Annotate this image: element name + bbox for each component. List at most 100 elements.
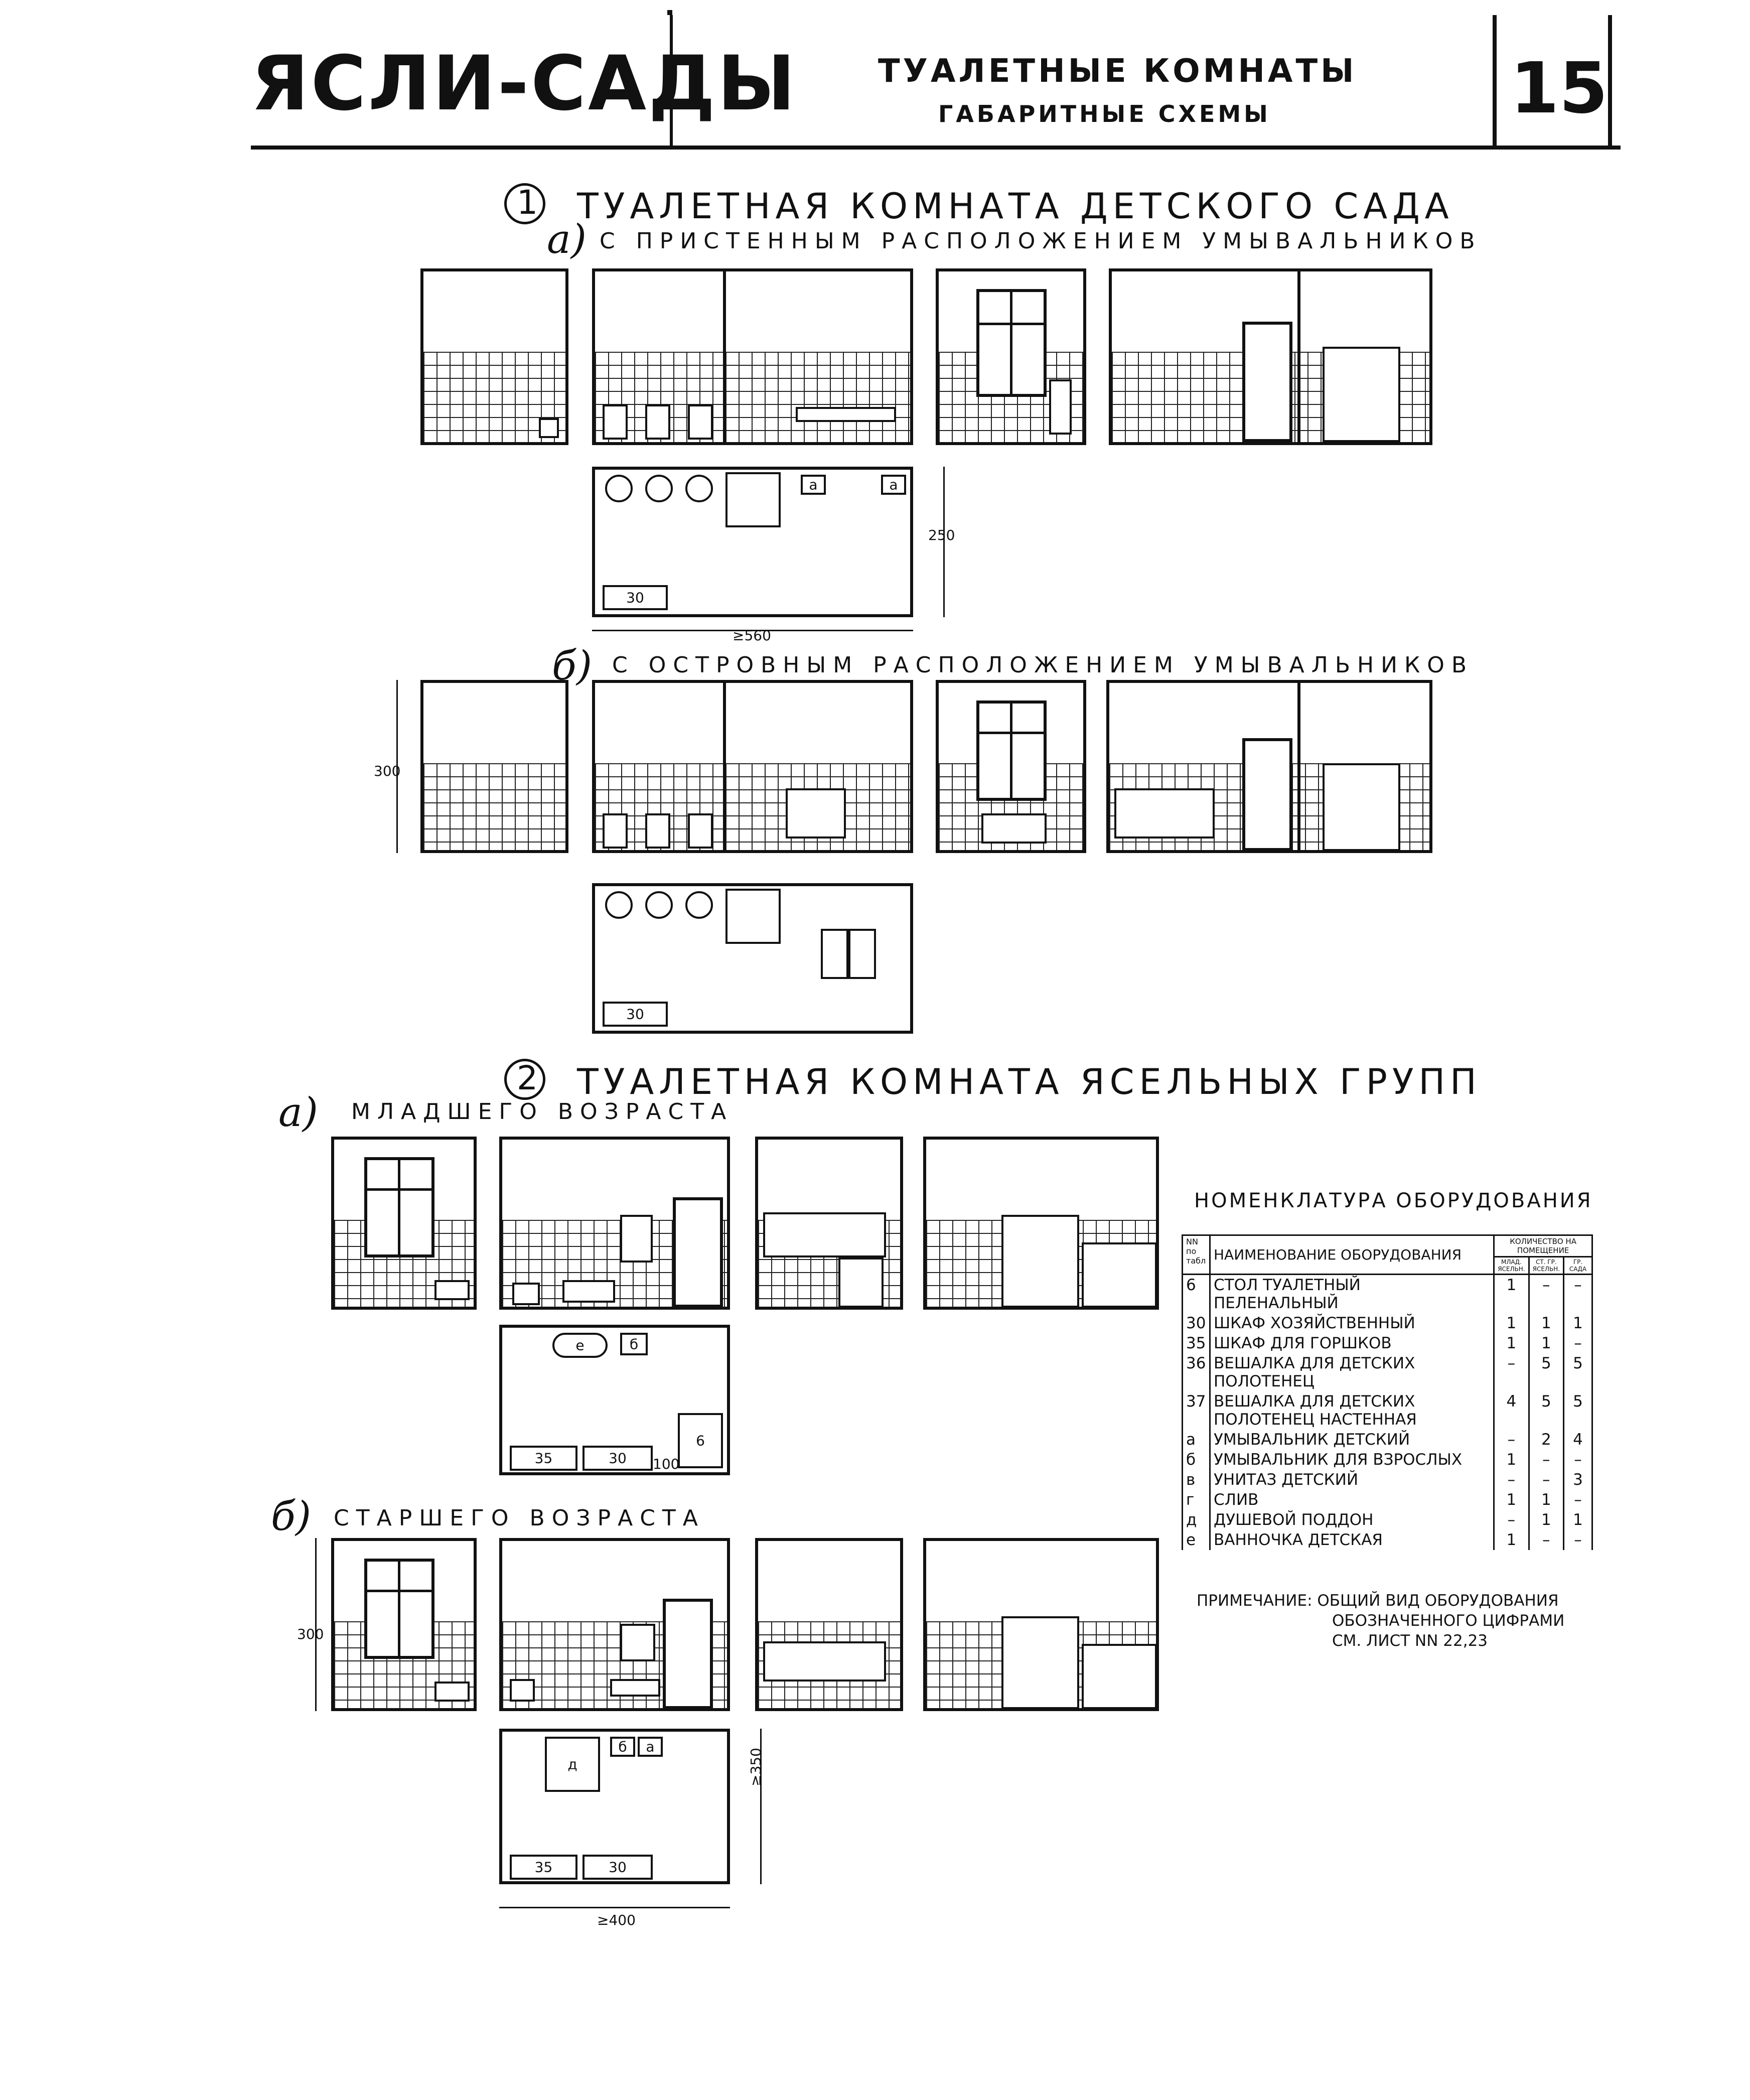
nomenclature-cell-a: 1 — [1493, 1313, 1530, 1333]
nomenclature-cell-b: 2 — [1528, 1430, 1565, 1450]
nomenclature-cell-b: 5 — [1528, 1391, 1565, 1430]
nomenclature-head-col2: СТ. ГР. ЯСЕЛЬН. — [1528, 1256, 1565, 1275]
section1a-title: С ПРИСТЕННЫМ РАСПОЛОЖЕНИЕМ УМЫВАЛЬНИКОВ — [600, 228, 1482, 254]
dim-2b-300-line — [315, 1538, 317, 1711]
elevation-1a-wall-3 — [936, 268, 1086, 445]
nomenclature-cell-a: – — [1493, 1353, 1530, 1391]
nomenclature-table: NN по табл НАИМЕНОВАНИЕ ОБОРУДОВАНИЯ КОЛ… — [1182, 1234, 1593, 1550]
nomenclature-header-row: NN по табл НАИМЕНОВАНИЕ ОБОРУДОВАНИЯ КОЛ… — [1182, 1234, 1593, 1275]
nomenclature-cell-name: ВЕШАЛКА ДЛЯ ДЕТСКИХ ПОЛОТЕНЕЦ НАСТЕННАЯ — [1209, 1391, 1495, 1430]
plan-2a-label-35: 35 — [534, 1450, 553, 1467]
plan-2b-label-30: 30 — [609, 1859, 627, 1876]
nomenclature-cell-b: 5 — [1528, 1353, 1565, 1391]
nomenclature-cell-b: – — [1528, 1274, 1565, 1313]
dim-1a-250-line — [943, 467, 945, 617]
nomenclature-cell-c: 1 — [1563, 1510, 1593, 1530]
nomenclature-head-col3: ГР. САДА — [1563, 1256, 1593, 1275]
nomenclature-subheader-row: МЛАД. ЯСЕЛЬН. СТ. ГР. ЯСЕЛЬН. ГР. САДА — [1183, 1256, 1593, 1275]
elevation-1a-wall-1 — [420, 268, 568, 445]
nomenclature-cell-name: УНИТАЗ ДЕТСКИЙ — [1209, 1470, 1495, 1490]
nomenclature-cell-name: СЛИВ — [1209, 1490, 1495, 1510]
plan-1a-label-30: 30 — [626, 589, 644, 606]
nomenclature-cell-name: СТОЛ ТУАЛЕТНЫЙ ПЕЛЕНАЛЬНЫЙ — [1209, 1274, 1495, 1313]
dim-1a-560: ≥560 — [733, 627, 771, 644]
plan-2b: д б а 35 30 — [499, 1729, 730, 1884]
header-subtitle-2: ГАБАРИТНЫЕ СХЕМЫ — [938, 100, 1271, 127]
nomenclature-cell-b: – — [1528, 1470, 1565, 1490]
note-line1: ОБЩИЙ ВИД ОБОРУДОВАНИЯ — [1317, 1592, 1559, 1610]
plan-1a-label-a1: а — [809, 476, 818, 493]
nomenclature-cell-b: – — [1528, 1530, 1565, 1550]
note-line3: СМ. ЛИСТ NN 22,23 — [1332, 1632, 1488, 1650]
plan-2a: е б 6 35 30 100 — [499, 1325, 730, 1475]
nomenclature-cell-n: г — [1182, 1490, 1211, 1510]
section2b-title: СТАРШЕГО ВОЗРАСТА — [334, 1505, 705, 1531]
nomenclature-cell-b: 1 — [1528, 1333, 1565, 1353]
elevation-2a-wall-4 — [923, 1137, 1159, 1310]
header-bottom-rule — [251, 146, 1621, 150]
nomenclature-cell-c: – — [1563, 1274, 1593, 1313]
nomenclature-cell-n: 36 — [1182, 1353, 1211, 1391]
nomenclature-cell-b: 1 — [1528, 1490, 1565, 1510]
nomenclature-cell-c: 4 — [1563, 1430, 1593, 1450]
nomenclature-cell-c: – — [1563, 1490, 1593, 1510]
nomenclature-cell-name: ВЕШАЛКА ДЛЯ ДЕТСКИХ ПОЛОТЕНЕЦ — [1209, 1353, 1495, 1391]
nomenclature-cell-b: – — [1528, 1450, 1565, 1470]
section1-number-circle — [504, 183, 545, 224]
nomenclature-cell-a: 1 — [1493, 1274, 1530, 1313]
section2-number: 2 — [517, 1059, 538, 1097]
dim-2b-400: ≥400 — [597, 1912, 636, 1928]
dim-1a-560-line — [592, 630, 913, 631]
nomenclature-cell-c: 5 — [1563, 1391, 1593, 1430]
dim-2b-350: ≥350 — [748, 1748, 764, 1786]
elevation-1a-wall-4 — [1109, 268, 1432, 445]
nomenclature-cell-n: а — [1182, 1430, 1211, 1450]
nomenclature-head-num: NN по табл — [1182, 1234, 1211, 1275]
nomenclature-cell-n: б — [1182, 1450, 1211, 1470]
elevation-1b-wall-4 — [1106, 680, 1432, 853]
section2a-letter: а) — [278, 1089, 318, 1136]
plan-1b: 30 — [592, 883, 913, 1034]
elevation-1b-wall-1 — [420, 680, 568, 853]
nomenclature-cell-name: УМЫВАЛЬНИК ДЕТСКИЙ — [1209, 1430, 1495, 1450]
plan-2b-label-d: д — [567, 1756, 577, 1773]
nomenclature-cell-name: ШКАФ ДЛЯ ГОРШКОВ — [1209, 1333, 1495, 1353]
nomenclature-cell-a: 1 — [1493, 1450, 1530, 1470]
plan-2a-label-e: е — [575, 1337, 585, 1354]
dim-2b-400-line — [499, 1907, 730, 1908]
elevation-2b-wall-3 — [755, 1538, 903, 1711]
nomenclature-cell-name: УМЫВАЛЬНИК ДЛЯ ВЗРОСЛЫХ — [1209, 1450, 1495, 1470]
elevation-1b-wall-2 — [592, 680, 913, 853]
elevation-2b-wall-4 — [923, 1538, 1159, 1711]
nomenclature-cell-name: ШКАФ ХОЗЯЙСТВЕННЫЙ — [1209, 1313, 1495, 1333]
nomenclature-cell-n: д — [1182, 1510, 1211, 1530]
dim-2b-300: 300 — [297, 1626, 324, 1642]
dim-2b-350-line — [760, 1729, 762, 1884]
dim-1a-250: 250 — [928, 527, 955, 543]
nomenclature-title: НОМЕНКЛАТУРА ОБОРУДОВАНИЯ — [1194, 1189, 1593, 1212]
plan-1b-label-30: 30 — [626, 1006, 644, 1023]
elevation-1a-wall-2 — [592, 268, 913, 445]
nomenclature-cell-c: 1 — [1563, 1313, 1593, 1333]
nomenclature-cell-a: 1 — [1493, 1490, 1530, 1510]
nomenclature-cell-a: 1 — [1493, 1530, 1530, 1550]
nomenclature-cell-a: – — [1493, 1430, 1530, 1450]
header-divider-far — [1608, 15, 1612, 148]
plan-2b-label-a: а — [646, 1738, 655, 1755]
plan-2a-label-b: б — [629, 1336, 639, 1352]
section1-number: 1 — [517, 183, 538, 222]
note-label: ПРИМЕЧАНИЕ: — [1197, 1592, 1312, 1610]
nomenclature-cell-a: – — [1493, 1510, 1530, 1530]
plan-2b-label-b: б — [618, 1738, 627, 1755]
header-title: ЯСЛИ-САДЫ — [251, 40, 798, 127]
nomenclature-cell-c: 5 — [1563, 1353, 1593, 1391]
header-divider-left — [670, 15, 673, 148]
